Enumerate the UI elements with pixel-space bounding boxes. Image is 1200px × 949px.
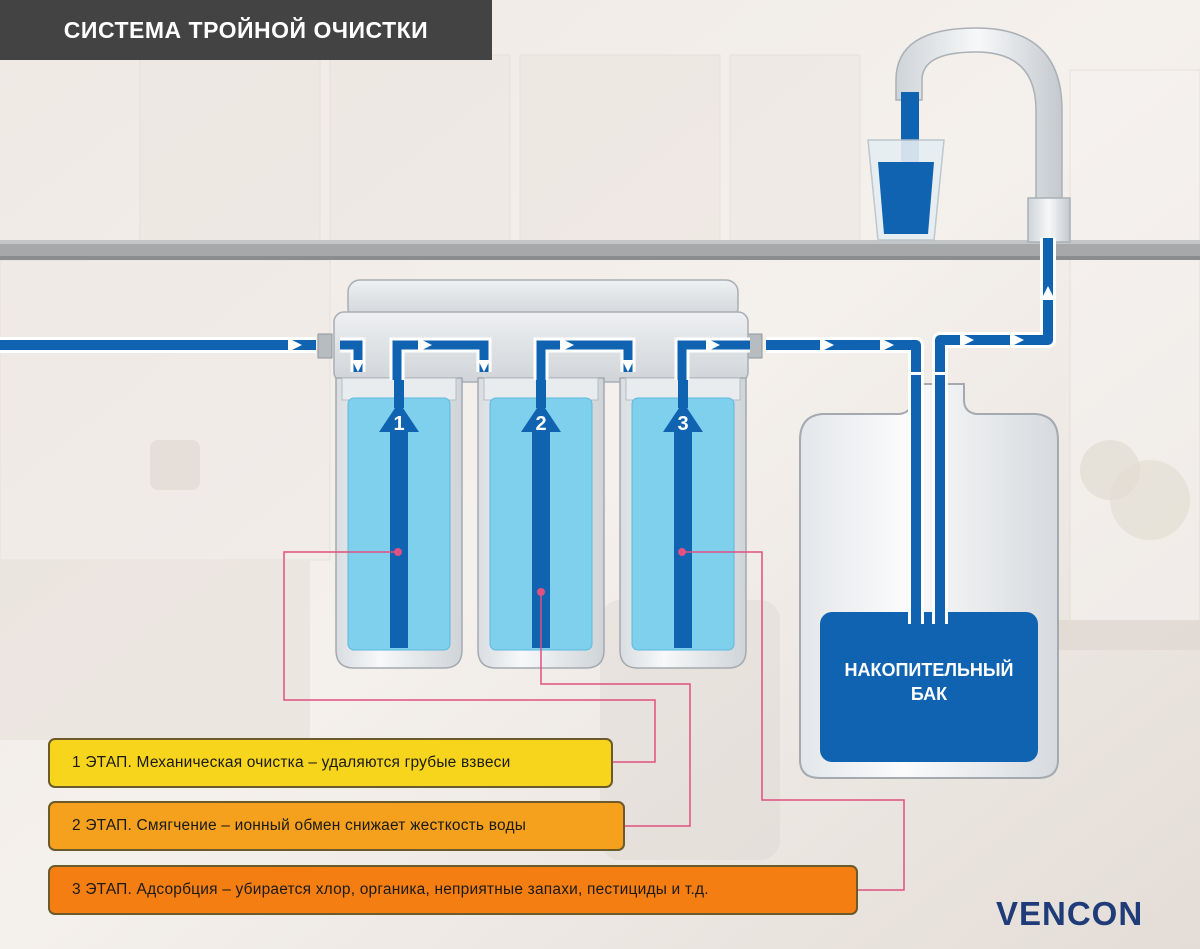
kitchen-backdrop	[0, 54, 1200, 860]
stage-2-label: 2 ЭТАП. Смягчение – ионный обмен снижает…	[48, 801, 625, 851]
stage-1-text: 1 ЭТАП. Механическая очистка – удаляются…	[72, 754, 511, 771]
glass	[867, 139, 945, 241]
tank-label-line2: БАК	[911, 684, 948, 704]
brand-logo: VENCON	[996, 895, 1144, 932]
filter-cartridge-3: 3	[619, 377, 747, 669]
countertop	[0, 240, 1200, 260]
stage-2-text: 2 ЭТАП. Смягчение – ионный обмен снижает…	[72, 817, 527, 834]
tank-label-line1: НАКОПИТЕЛЬНЫЙ	[845, 659, 1014, 680]
filter-cartridge-2: 2	[477, 377, 605, 669]
stage-1-label: 1 ЭТАП. Механическая очистка – удаляются…	[48, 738, 613, 788]
faucet	[895, 27, 1071, 243]
filter-number-3: 3	[677, 413, 688, 435]
storage-tank	[799, 372, 1059, 779]
head-flow-arrows	[352, 338, 720, 372]
filter-cartridge-1: 1	[335, 377, 463, 669]
stage-3-label: 3 ЭТАП. Адсорбция – убирается хлор, орга…	[48, 865, 858, 915]
leader-lines	[283, 551, 905, 891]
leader-dots	[394, 548, 686, 596]
filter-number-2: 2	[535, 413, 546, 435]
head-flow	[340, 337, 750, 380]
stage-3-text: 3 ЭТАП. Адсорбция – убирается хлор, орга…	[72, 881, 709, 898]
filter-number-1: 1	[393, 413, 404, 435]
filter-cartridges: 1 2 3	[335, 377, 747, 669]
flow-arrows	[288, 286, 1055, 352]
page-title: СИСТЕМА ТРОЙНОЙ ОЧИСТКИ	[0, 0, 492, 60]
